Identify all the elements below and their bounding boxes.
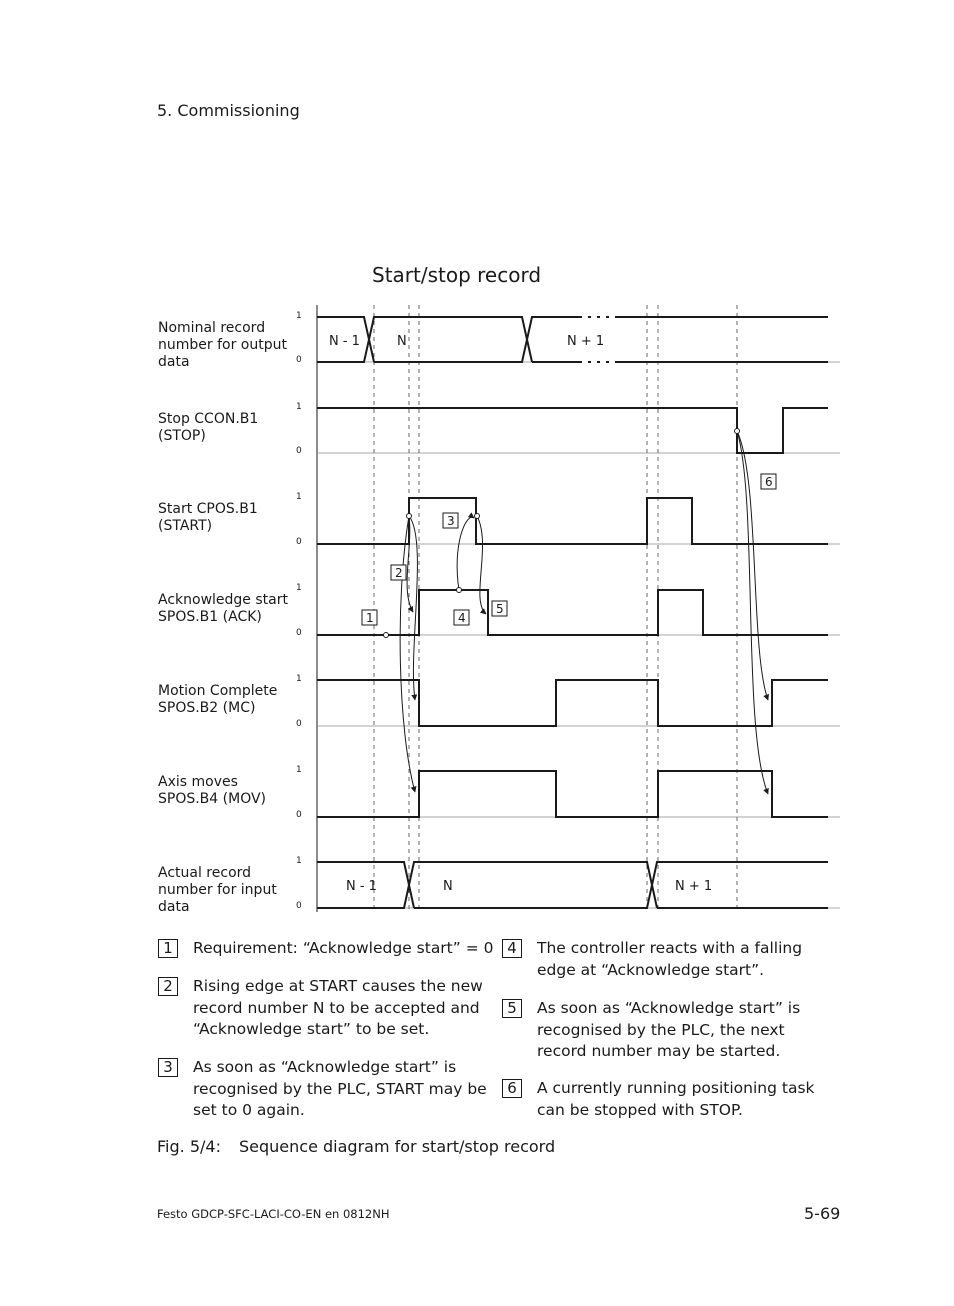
svg-text:3: 3 [447, 514, 455, 528]
level-low-6: 0 [296, 810, 302, 820]
legend-text: A currently running positioning task can… [537, 1079, 815, 1119]
bus-nominal-record [317, 316, 828, 363]
diagram-title: Start/stop record [372, 263, 542, 287]
marker-6: 6 [760, 473, 777, 490]
legend-text: As soon as “Acknowledge start” is recogn… [537, 999, 801, 1060]
legend-number: 6 [502, 1079, 522, 1098]
figure-caption-text: Sequence diagram for start/stop record [239, 1137, 556, 1156]
marker-3: 3 [442, 512, 459, 529]
waveform-start [317, 497, 828, 545]
marker-4: 4 [453, 609, 470, 626]
signal-label-nominal-record: Nominal record number for output data [158, 320, 287, 370]
level-low-1: 0 [296, 355, 302, 365]
figure-caption-label: Fig. 5/4: [157, 1137, 221, 1156]
legend-text: Rising edge at START causes the new reco… [193, 977, 483, 1038]
bus-actual-record [317, 861, 828, 909]
bus-actual-seg-3: N + 1 [675, 879, 712, 894]
level-high-1: 1 [296, 311, 302, 321]
signal-label-start: Start CPOS.B1 (START) [158, 501, 258, 534]
waveform-stop [317, 407, 828, 454]
svg-text:1: 1 [366, 611, 374, 625]
level-low-2: 0 [296, 446, 302, 456]
break-marks [582, 315, 615, 910]
legend-text: Requirement: “Acknowledge start” = 0 [193, 939, 494, 957]
edge-dots [383, 428, 740, 638]
level-high-4: 1 [296, 583, 302, 593]
level-high-2: 1 [296, 402, 302, 412]
svg-text:6: 6 [765, 475, 773, 489]
causality-arrows [399, 430, 770, 795]
legend-number: 4 [502, 939, 522, 958]
legend-text: The controller reacts with a falling edg… [537, 939, 803, 979]
svg-text:2: 2 [395, 566, 403, 580]
reference-lines [373, 305, 738, 912]
section-heading: 5. Commissioning [157, 101, 300, 120]
bus-nominal-seg-2: N [397, 334, 407, 349]
marker-2: 2 [390, 564, 407, 581]
marker-5: 5 [491, 600, 508, 617]
level-high-3: 1 [296, 492, 302, 502]
figure-caption: Fig. 5/4: Sequence diagram for start/stop… [157, 1137, 555, 1156]
signal-label-actual-record: Actual record number for input data [158, 865, 277, 915]
legend-text: As soon as “Acknowledge start” is recogn… [193, 1058, 487, 1119]
legend-number: 2 [158, 977, 178, 996]
level-low-5: 0 [296, 719, 302, 729]
signal-label-mc: Motion Complete SPOS.B2 (MC) [158, 683, 278, 716]
page-number: 5-69 [804, 1204, 841, 1223]
level-high-5: 1 [296, 674, 302, 684]
level-high-7: 1 [296, 856, 302, 866]
legend-number: 3 [158, 1058, 178, 1077]
bus-actual-seg-1: N - 1 [346, 879, 377, 894]
legend-number: 1 [158, 939, 178, 958]
waveform-mov [317, 770, 828, 818]
level-high-6: 1 [296, 765, 302, 775]
waveform-ack [317, 589, 828, 636]
legend-number: 5 [502, 999, 522, 1018]
marker-1: 1 [361, 609, 378, 626]
waveform-mc [317, 679, 828, 727]
svg-text:4: 4 [458, 611, 466, 625]
level-low-4: 0 [296, 628, 302, 638]
signal-label-mov: Axis moves SPOS.B4 (MOV) [158, 774, 267, 807]
bus-nominal-seg-3: N + 1 [567, 334, 604, 349]
signal-label-ack: Acknowledge start SPOS.B1 (ACK) [158, 592, 288, 625]
level-low-3: 0 [296, 537, 302, 547]
svg-text:5: 5 [496, 602, 504, 616]
signal-label-stop: Stop CCON.B1 (STOP) [158, 411, 259, 444]
level-low-7: 0 [296, 901, 302, 911]
bus-nominal-seg-1: N - 1 [329, 334, 360, 349]
bus-actual-seg-2: N [443, 879, 453, 894]
footer-document-id: Festo GDCP-SFC-LACI-CO-EN en 0812NH [157, 1207, 390, 1221]
